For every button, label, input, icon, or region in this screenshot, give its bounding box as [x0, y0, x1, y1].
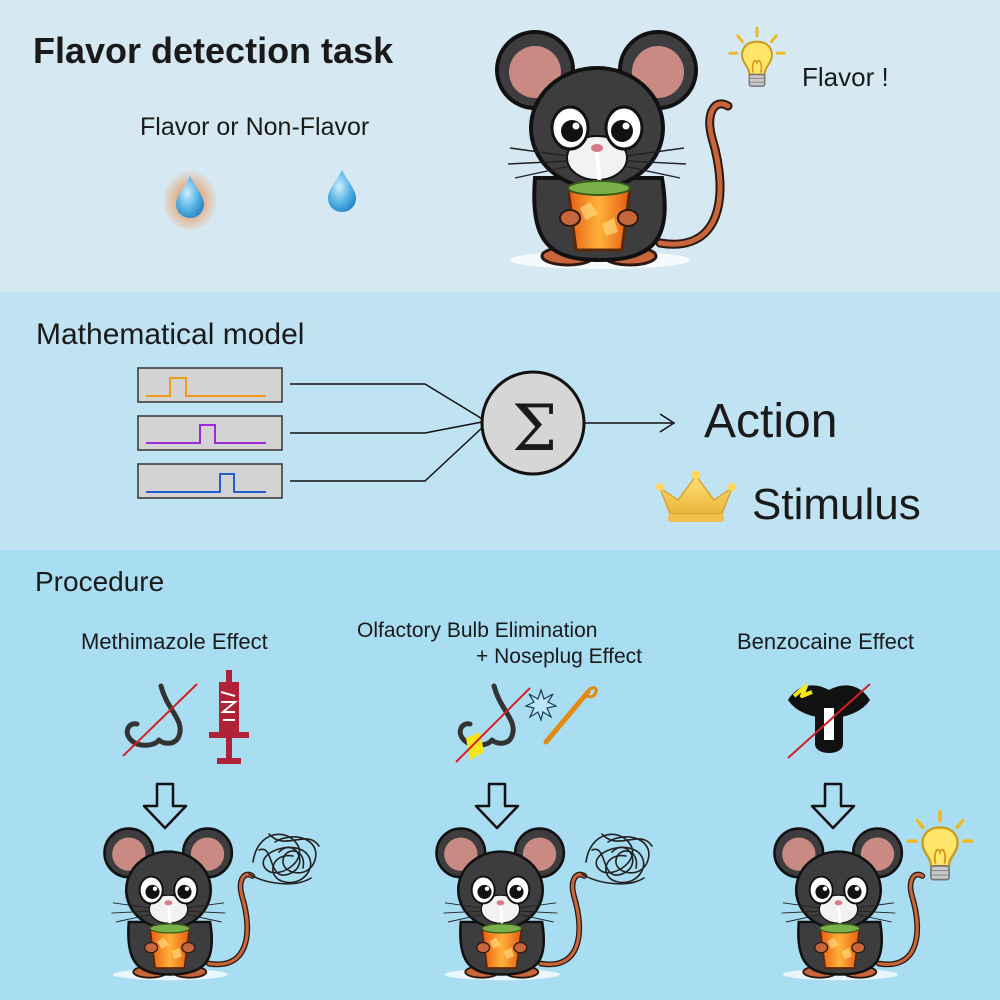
model-diagram	[137, 367, 736, 522]
needle-icon	[543, 686, 598, 745]
olfactory-label-line1: Olfactory Bulb Elimination	[357, 619, 598, 642]
cross-out-line	[122, 683, 198, 757]
methimazole-label: Methimazole Effect	[81, 629, 268, 654]
flavor-question: Flavor or Non-Flavor	[140, 113, 370, 141]
summation-node	[480, 370, 586, 476]
lightbulb-icon	[906, 806, 974, 892]
tangle-icon	[578, 822, 658, 892]
pulse-trace-3	[146, 473, 266, 493]
output-arrow	[585, 413, 676, 433]
down-arrow-icon	[140, 782, 190, 832]
model-panel: Mathematical model Σ Ac	[0, 292, 1000, 550]
tongue-mouth-icon	[787, 683, 871, 759]
model-title: Mathematical model	[36, 318, 305, 351]
down-arrow-icon	[808, 782, 858, 832]
burst-icon	[524, 688, 558, 723]
mouse-drinking-illustration	[490, 28, 740, 278]
sigma-symbol: Σ	[512, 392, 558, 466]
procedure-panel: Procedure Methimazole Effect Olfactory B…	[0, 550, 1000, 1000]
input-box-2	[137, 415, 283, 451]
flavor-task-panel: Flavor detection task Flavor or Non-Flav…	[0, 0, 1000, 292]
flavor-exclaim: Flavor !	[802, 62, 889, 92]
syringe-icon	[209, 670, 249, 764]
plain-drop-icon	[328, 170, 356, 212]
output-stimulus-label: Stimulus	[752, 480, 921, 529]
down-arrow-icon	[472, 782, 522, 832]
procedure-title: Procedure	[35, 566, 165, 597]
crown-icon	[656, 470, 736, 522]
flavor-task-title: Flavor detection task	[33, 30, 394, 71]
benzocaine-label: Benzocaine Effect	[737, 629, 914, 654]
pulse-trace-2	[146, 424, 266, 444]
mouse-illustration	[432, 826, 592, 986]
mouse-illustration	[100, 826, 260, 986]
noseplug-icon	[455, 687, 531, 763]
olfactory-label-line2: + Noseplug Effect	[476, 645, 642, 668]
pulse-trace-1	[146, 377, 266, 397]
input-connections	[290, 383, 485, 482]
output-action-label: Action	[704, 395, 838, 448]
tangle-icon	[245, 822, 325, 892]
lightbulb-icon	[728, 22, 786, 98]
flavored-drop-icon	[162, 166, 218, 230]
